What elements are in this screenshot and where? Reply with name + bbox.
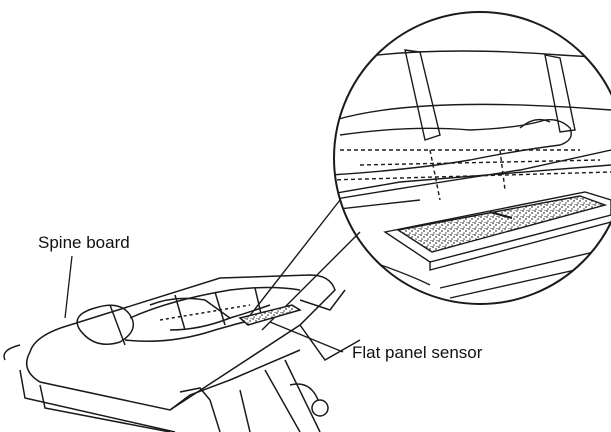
flat-panel-sensor-leader [269,321,344,353]
magnified-detail-circle [333,11,611,305]
spine-board-leader [64,255,73,319]
magnification-connector [247,199,361,331]
spine-board-label: Spine board [38,233,130,252]
leader-lines [64,255,344,353]
flat-panel-sensor-label: Flat panel sensor [352,343,483,362]
flat-panel-sensor-shape [238,304,302,326]
stretcher-with-patient [3,274,361,432]
